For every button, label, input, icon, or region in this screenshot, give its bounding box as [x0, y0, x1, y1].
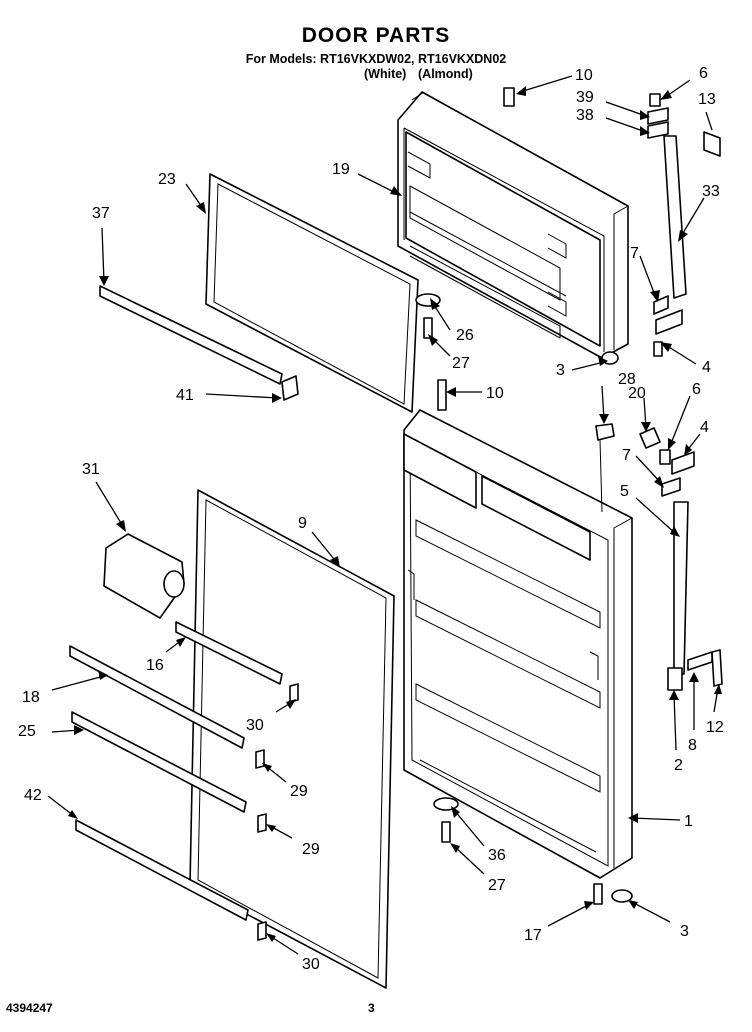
- hinge-plate-36: [433, 797, 459, 811]
- callout-30: 30: [302, 956, 320, 973]
- callout-33: 33: [702, 183, 720, 200]
- clip-29-upper: [255, 749, 265, 769]
- hinge-4-upper: [655, 309, 683, 335]
- screw-6-lower: [659, 449, 671, 465]
- screw-10-lower: [437, 379, 447, 411]
- callout-6: 6: [692, 381, 701, 398]
- models-line: For Models: RT16VKXDW02, RT16VKXDN02: [245, 52, 507, 66]
- callout-27: 27: [488, 877, 506, 894]
- callout-19: 19: [332, 161, 350, 178]
- hinge-39: [647, 107, 669, 125]
- screw-17: [593, 883, 603, 905]
- screw-8: [687, 651, 713, 671]
- stop-20: [639, 427, 661, 449]
- callout-28: 28: [618, 371, 636, 388]
- page-number: 3: [368, 1001, 375, 1015]
- callout-37: 37: [92, 205, 110, 222]
- variant-white-label: (White): [364, 67, 407, 81]
- screw-27-lower: [441, 821, 451, 843]
- pivot-rod: [599, 439, 603, 513]
- trim-strip-16: [175, 621, 283, 685]
- document-number: 4394247: [6, 1001, 53, 1015]
- plug-28: [595, 423, 615, 441]
- hinge-38: [647, 121, 669, 139]
- page-title: DOOR PARTS: [301, 24, 451, 47]
- callout-4: 4: [700, 419, 709, 436]
- screw-27-upper: [423, 317, 433, 339]
- callout-9: 9: [298, 515, 307, 532]
- callout-12: 12: [706, 719, 724, 736]
- trim-strip-18: [69, 645, 245, 749]
- callout-30: 30: [246, 717, 264, 734]
- shelf-retainer-31: [103, 533, 185, 619]
- callout-36: 36: [488, 847, 506, 864]
- clip-29-lower: [257, 813, 267, 833]
- leader-lines: [47, 75, 722, 955]
- callout-25: 25: [18, 723, 36, 740]
- callout-16: 16: [146, 657, 164, 674]
- callout-31: 31: [82, 461, 100, 478]
- trim-strip-25: [71, 711, 247, 813]
- callout-23: 23: [158, 171, 176, 188]
- callout-41: 41: [176, 387, 194, 404]
- callout-1: 1: [684, 813, 693, 830]
- trim-strip-37: [99, 285, 283, 385]
- callout-13: 13: [698, 91, 716, 108]
- callout-4: 4: [702, 359, 711, 376]
- callout-3: 3: [680, 923, 689, 940]
- cap-12: [711, 649, 723, 687]
- callout-7: 7: [630, 245, 639, 262]
- callout-20: 20: [628, 385, 646, 402]
- variant-almond-label: (Almond): [418, 67, 473, 81]
- callout-29: 29: [290, 783, 308, 800]
- label-13: [703, 131, 721, 157]
- trim-strip-42: [75, 819, 249, 921]
- callout-29: 29: [302, 841, 320, 858]
- callout-38: 38: [576, 107, 594, 124]
- callout-17: 17: [524, 927, 542, 944]
- plug-3-lower: [611, 889, 633, 903]
- callout-6: 6: [699, 65, 708, 82]
- handle-33: [663, 135, 687, 299]
- callout-42: 42: [24, 787, 42, 804]
- screw-4-upper: [653, 341, 663, 357]
- callout-26: 26: [456, 327, 474, 344]
- screw-6-upper: [649, 93, 661, 107]
- freezer-door: [397, 91, 629, 359]
- callout-39: 39: [576, 89, 594, 106]
- callout-7: 7: [622, 447, 631, 464]
- bracket-2: [667, 667, 683, 691]
- callout-3: 3: [556, 362, 565, 379]
- handle-5: [673, 501, 689, 675]
- clip-30-upper: [289, 683, 299, 703]
- freezer-gasket: [205, 173, 419, 413]
- callout-2: 2: [674, 757, 683, 774]
- callout-18: 18: [22, 689, 40, 706]
- cap-41: [281, 375, 299, 401]
- callout-10: 10: [575, 67, 593, 84]
- clip-30-lower: [257, 921, 267, 941]
- callout-27: 27: [452, 355, 470, 372]
- fresh-food-gasket: [189, 489, 395, 989]
- hinge-7-lower: [661, 477, 681, 497]
- hinge-4-lower: [671, 451, 695, 475]
- callout-5: 5: [620, 483, 629, 500]
- callout-8: 8: [688, 737, 697, 754]
- fresh-food-door: [403, 409, 633, 879]
- screw-10-upper: [503, 87, 515, 107]
- callout-10: 10: [486, 385, 504, 402]
